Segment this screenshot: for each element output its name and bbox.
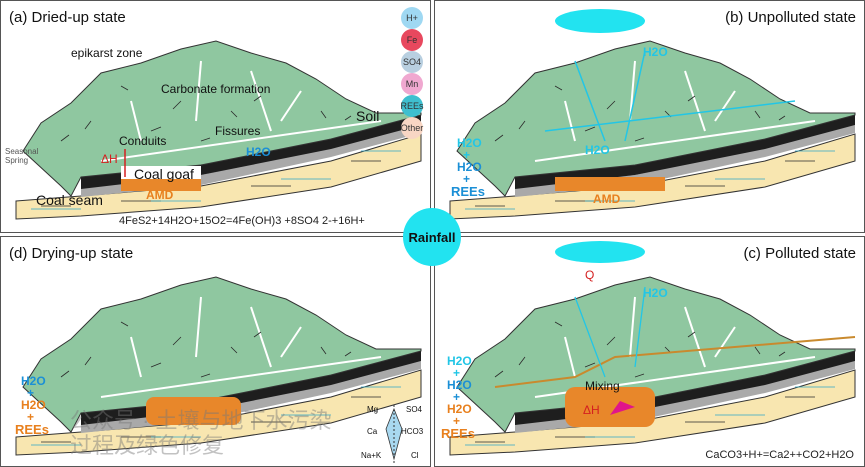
side-plus-3: + bbox=[453, 414, 461, 428]
piper-hco3: HCO3 bbox=[401, 427, 424, 436]
rain-cloud bbox=[555, 9, 645, 33]
side-plus-2: + bbox=[453, 390, 461, 404]
delta-h-label: ΔH bbox=[583, 403, 600, 417]
pyrite-oxidation-equation: 4FeS2+14H2O+15O2=4Fe(OH)3 +8SO4 2-+16H+ bbox=[119, 215, 365, 227]
side-h2o-2: H2O bbox=[21, 398, 46, 412]
mixing-label: Mixing bbox=[585, 379, 620, 393]
side-h2o-2: H2O bbox=[457, 160, 482, 174]
hydrogeologic-section bbox=[449, 241, 856, 456]
h2o-label: H2O bbox=[246, 145, 271, 159]
side-plus-1: + bbox=[463, 148, 471, 162]
rain-cloud bbox=[555, 241, 645, 263]
conduits-label: Conduits bbox=[119, 134, 167, 148]
panel-polluted: (c) Polluted state Q H2O H2O + H2O + H2O… bbox=[434, 236, 865, 467]
panel-title: (c) Polluted state bbox=[743, 245, 856, 262]
h2o-mid-label: H2O bbox=[585, 143, 610, 157]
piper-cl: Cl bbox=[411, 451, 419, 460]
watermark: 公众号 · 土壤与地下水污染过程及绿色修复 bbox=[70, 408, 332, 458]
spring-label: Seasonal Spring bbox=[5, 147, 39, 165]
side-plus-1: + bbox=[27, 386, 35, 400]
hydrogeologic-section bbox=[15, 40, 422, 220]
amd-zone bbox=[146, 397, 241, 425]
rainfall-label: Rainfall bbox=[408, 229, 456, 245]
panel-drying-up: (d) Drying-up state H2O + H2O + REEs Mg … bbox=[0, 236, 431, 467]
hydrogeologic-section bbox=[449, 9, 856, 220]
rees-label: REEs bbox=[15, 422, 49, 437]
amd-zone bbox=[555, 177, 665, 191]
side-plus-2: + bbox=[463, 172, 471, 186]
legend-item: REEs bbox=[401, 95, 424, 117]
rainfall-cycle-center: Rainfall bbox=[403, 208, 461, 266]
side-plus-2: + bbox=[27, 410, 35, 424]
delta-h-label: ΔH bbox=[101, 152, 118, 166]
hydrogeologic-section bbox=[15, 276, 422, 465]
panel-unpolluted: (b) Unpolluted state H2O H2O H2O + H2O +… bbox=[434, 0, 865, 233]
side-h2o-1: H2O bbox=[21, 374, 46, 388]
rees-label: REEs bbox=[451, 184, 485, 199]
rees-label: REEs bbox=[441, 426, 475, 441]
panel-title: (b) Unpolluted state bbox=[725, 9, 856, 26]
panel-title: (d) Drying-up state bbox=[9, 245, 134, 262]
carbonate-dissolution-equation: CaCO3+H+=Ca2++CO2+H2O bbox=[705, 449, 854, 461]
panel-dried-up: (a) Dried-up state epikarst zone Carbona… bbox=[0, 0, 431, 233]
coal-seam-label: Coal seam bbox=[36, 192, 103, 208]
amd-zone bbox=[565, 387, 655, 427]
soil-label: Soil bbox=[356, 108, 380, 124]
amd-label: AMD bbox=[593, 192, 621, 206]
h2o-top-label: H2O bbox=[643, 286, 668, 300]
piper-mg: Mg bbox=[367, 405, 379, 414]
legend-item: Fe bbox=[401, 29, 423, 51]
carbonate-label: Carbonate formation bbox=[161, 82, 271, 96]
coal-goaf bbox=[121, 166, 201, 180]
fissures-label: Fissures bbox=[215, 124, 261, 138]
legend-item: H+ bbox=[401, 7, 423, 29]
panel-title: (a) Dried-up state bbox=[9, 9, 126, 26]
legend-item: Other bbox=[401, 117, 423, 139]
side-plus-1: + bbox=[453, 366, 461, 380]
q-label: Q bbox=[585, 268, 595, 282]
side-h2o-1: H2O bbox=[457, 136, 482, 150]
side-h2o-3: H2O bbox=[447, 402, 472, 416]
epikarst-label: epikarst zone bbox=[71, 46, 143, 60]
side-h2o-1: H2O bbox=[447, 354, 472, 368]
piper-nak: Na+K bbox=[361, 451, 382, 460]
legend-item: SO4 bbox=[401, 51, 423, 73]
coal-goaf-label: Coal goaf bbox=[134, 166, 194, 182]
piper-so4: SO4 bbox=[406, 405, 423, 414]
amd-label: AMD bbox=[146, 188, 174, 202]
legend-item: Mn bbox=[401, 73, 423, 95]
piper-ca: Ca bbox=[367, 427, 378, 436]
side-h2o-2: H2O bbox=[447, 378, 472, 392]
amd-zone bbox=[121, 179, 201, 191]
h2o-top-label: H2O bbox=[643, 45, 668, 59]
